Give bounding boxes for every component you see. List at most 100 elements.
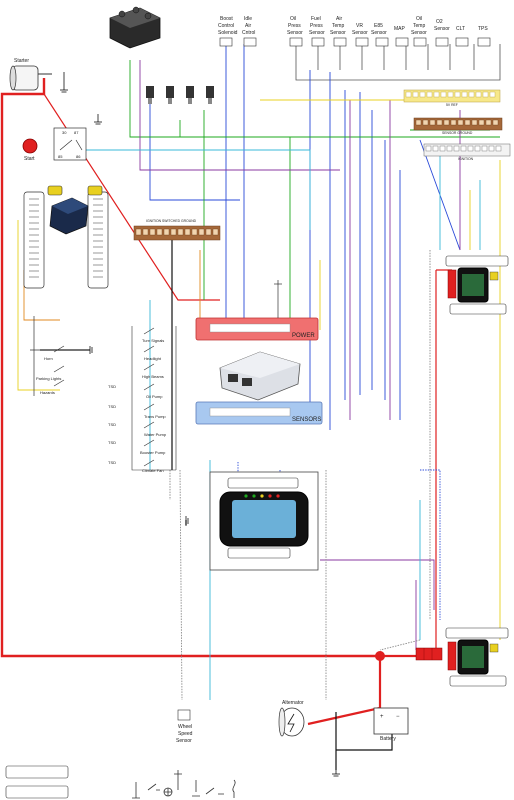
- module-top-connector: [445, 255, 509, 267]
- sensor-fuel-press: Fuel Press Sensor: [309, 16, 325, 47]
- switch-climate-fan: TSD Climate Fan: [108, 459, 164, 473]
- ground-symbol-top: [60, 72, 68, 93]
- legend-crosshair-lines: [164, 788, 172, 796]
- switch-contact: [53, 379, 65, 387]
- relay-pin-86: 86: [76, 154, 81, 159]
- strip-terminal: [170, 228, 177, 236]
- start-button-label: Start: [24, 156, 35, 162]
- wire-sensor-top: [295, 44, 501, 81]
- injector-body: [166, 86, 174, 98]
- strip-sensor-ground: SENSOR GROUND: [413, 117, 503, 135]
- ecu-pin: [93, 228, 103, 230]
- alternator-bolt-icon: [287, 713, 295, 733]
- ecu-pin: [93, 270, 103, 272]
- sensor-label-line: E85: [374, 23, 383, 29]
- strip-terminal: [419, 91, 426, 98]
- switch-label: Turn Signals: [142, 338, 164, 343]
- dash-display: [209, 471, 319, 571]
- ecu-pin: [29, 276, 39, 278]
- wires: [0, 44, 501, 770]
- dash-led: [260, 494, 264, 498]
- module-red-plug: [447, 641, 457, 671]
- strip-terminal: [460, 145, 467, 152]
- sensor-clt: CLT: [455, 26, 469, 47]
- coil-post-2: [132, 6, 140, 14]
- alternator-label: Alternator: [282, 700, 304, 706]
- strip-terminal: [439, 145, 446, 152]
- relay-pin-85: 85: [58, 154, 63, 159]
- right-module-lower: [445, 627, 509, 687]
- output-label-line: Air: [245, 23, 251, 29]
- strip-terminal: [447, 91, 454, 98]
- fuse-block: [415, 647, 443, 661]
- switch-horn: Horn: [44, 345, 65, 361]
- module-bottom-connector: [449, 303, 507, 315]
- relay-pin-87: 87: [74, 130, 79, 135]
- sensor-label-line: MAP: [394, 26, 406, 32]
- dash-bottom-connector: [227, 547, 291, 559]
- ground-symbol-battery: [332, 770, 340, 777]
- spare-connector: [5, 785, 69, 799]
- strip-terminal: [461, 91, 468, 98]
- sensor-label-line: Temp: [332, 23, 344, 29]
- injector-body: [186, 86, 194, 98]
- wire-black-ground: [40, 232, 393, 770]
- starter-cap: [9, 65, 17, 91]
- sensor-label-line: CLT: [456, 26, 465, 32]
- strip-label: IGNITION SWITCHED GROUND: [146, 219, 197, 223]
- switch-contact: [143, 439, 155, 447]
- power-block: POWER: [195, 280, 319, 341]
- legend-antenna-icon: [174, 770, 182, 790]
- strip-terminal: [412, 91, 419, 98]
- relay-pin-30: 30: [62, 130, 67, 135]
- strip-terminal: [212, 228, 219, 236]
- switch-high-beams: High Beams: [142, 363, 164, 379]
- switch-contact: [143, 363, 155, 371]
- switch-label: Booster Pump: [140, 450, 166, 455]
- dash-screen: [232, 500, 296, 538]
- strip-terminal: [425, 145, 432, 152]
- sensor-e85: E85 Sensor: [371, 23, 389, 47]
- sensor-connector: [435, 37, 449, 47]
- strip-terminals: [135, 228, 219, 236]
- sensor-connector: [289, 37, 303, 47]
- sensor-connector: [477, 37, 491, 47]
- ecu-pin: [93, 276, 103, 278]
- fuse-body: [415, 647, 443, 661]
- strip-terminal: [471, 119, 478, 126]
- injector: [206, 86, 214, 104]
- switch-label: Oil Pump: [146, 394, 163, 399]
- strip-terminal: [415, 119, 422, 126]
- strip-terminal: [495, 145, 502, 152]
- sensor-label-line: Air: [336, 16, 342, 22]
- ecu-pin: [93, 234, 103, 236]
- ecu-pins-right: [93, 198, 103, 278]
- switch-tag: TSD: [108, 440, 116, 445]
- ground-symbol-left: [89, 346, 93, 354]
- switch-tag: TSD: [108, 384, 116, 389]
- ecu-pin: [29, 234, 39, 236]
- strip-terminals: [415, 119, 499, 126]
- ecu-pin: [29, 216, 39, 218]
- dash-led: [276, 494, 280, 498]
- dash-led: [268, 494, 272, 498]
- ecu-pin: [29, 258, 39, 260]
- switch-label: Water Pump: [144, 432, 167, 437]
- strip-ignition: IGNITION: [423, 143, 511, 161]
- ecu-pins-left: [29, 198, 39, 278]
- output-label-line: Cntrol: [242, 30, 255, 36]
- wire-orange: [23, 250, 201, 321]
- strip-terminal: [485, 119, 492, 126]
- legend-lamp-icon: [192, 780, 200, 797]
- strip-label: IGNITION: [458, 157, 474, 161]
- strip-terminal: [142, 228, 149, 236]
- switch-parking: Parking Lights: [36, 365, 65, 381]
- switch-label: Hazards: [40, 390, 55, 395]
- strip-terminal: [454, 91, 461, 98]
- wheel-speed-label-line: Sensor: [176, 738, 192, 744]
- switch-turn: Turn Signals: [142, 327, 164, 343]
- module-face: [462, 646, 484, 668]
- sensor-label-line: Sensor: [330, 30, 346, 36]
- ecu-pin: [29, 204, 39, 206]
- strip-terminal: [440, 91, 447, 98]
